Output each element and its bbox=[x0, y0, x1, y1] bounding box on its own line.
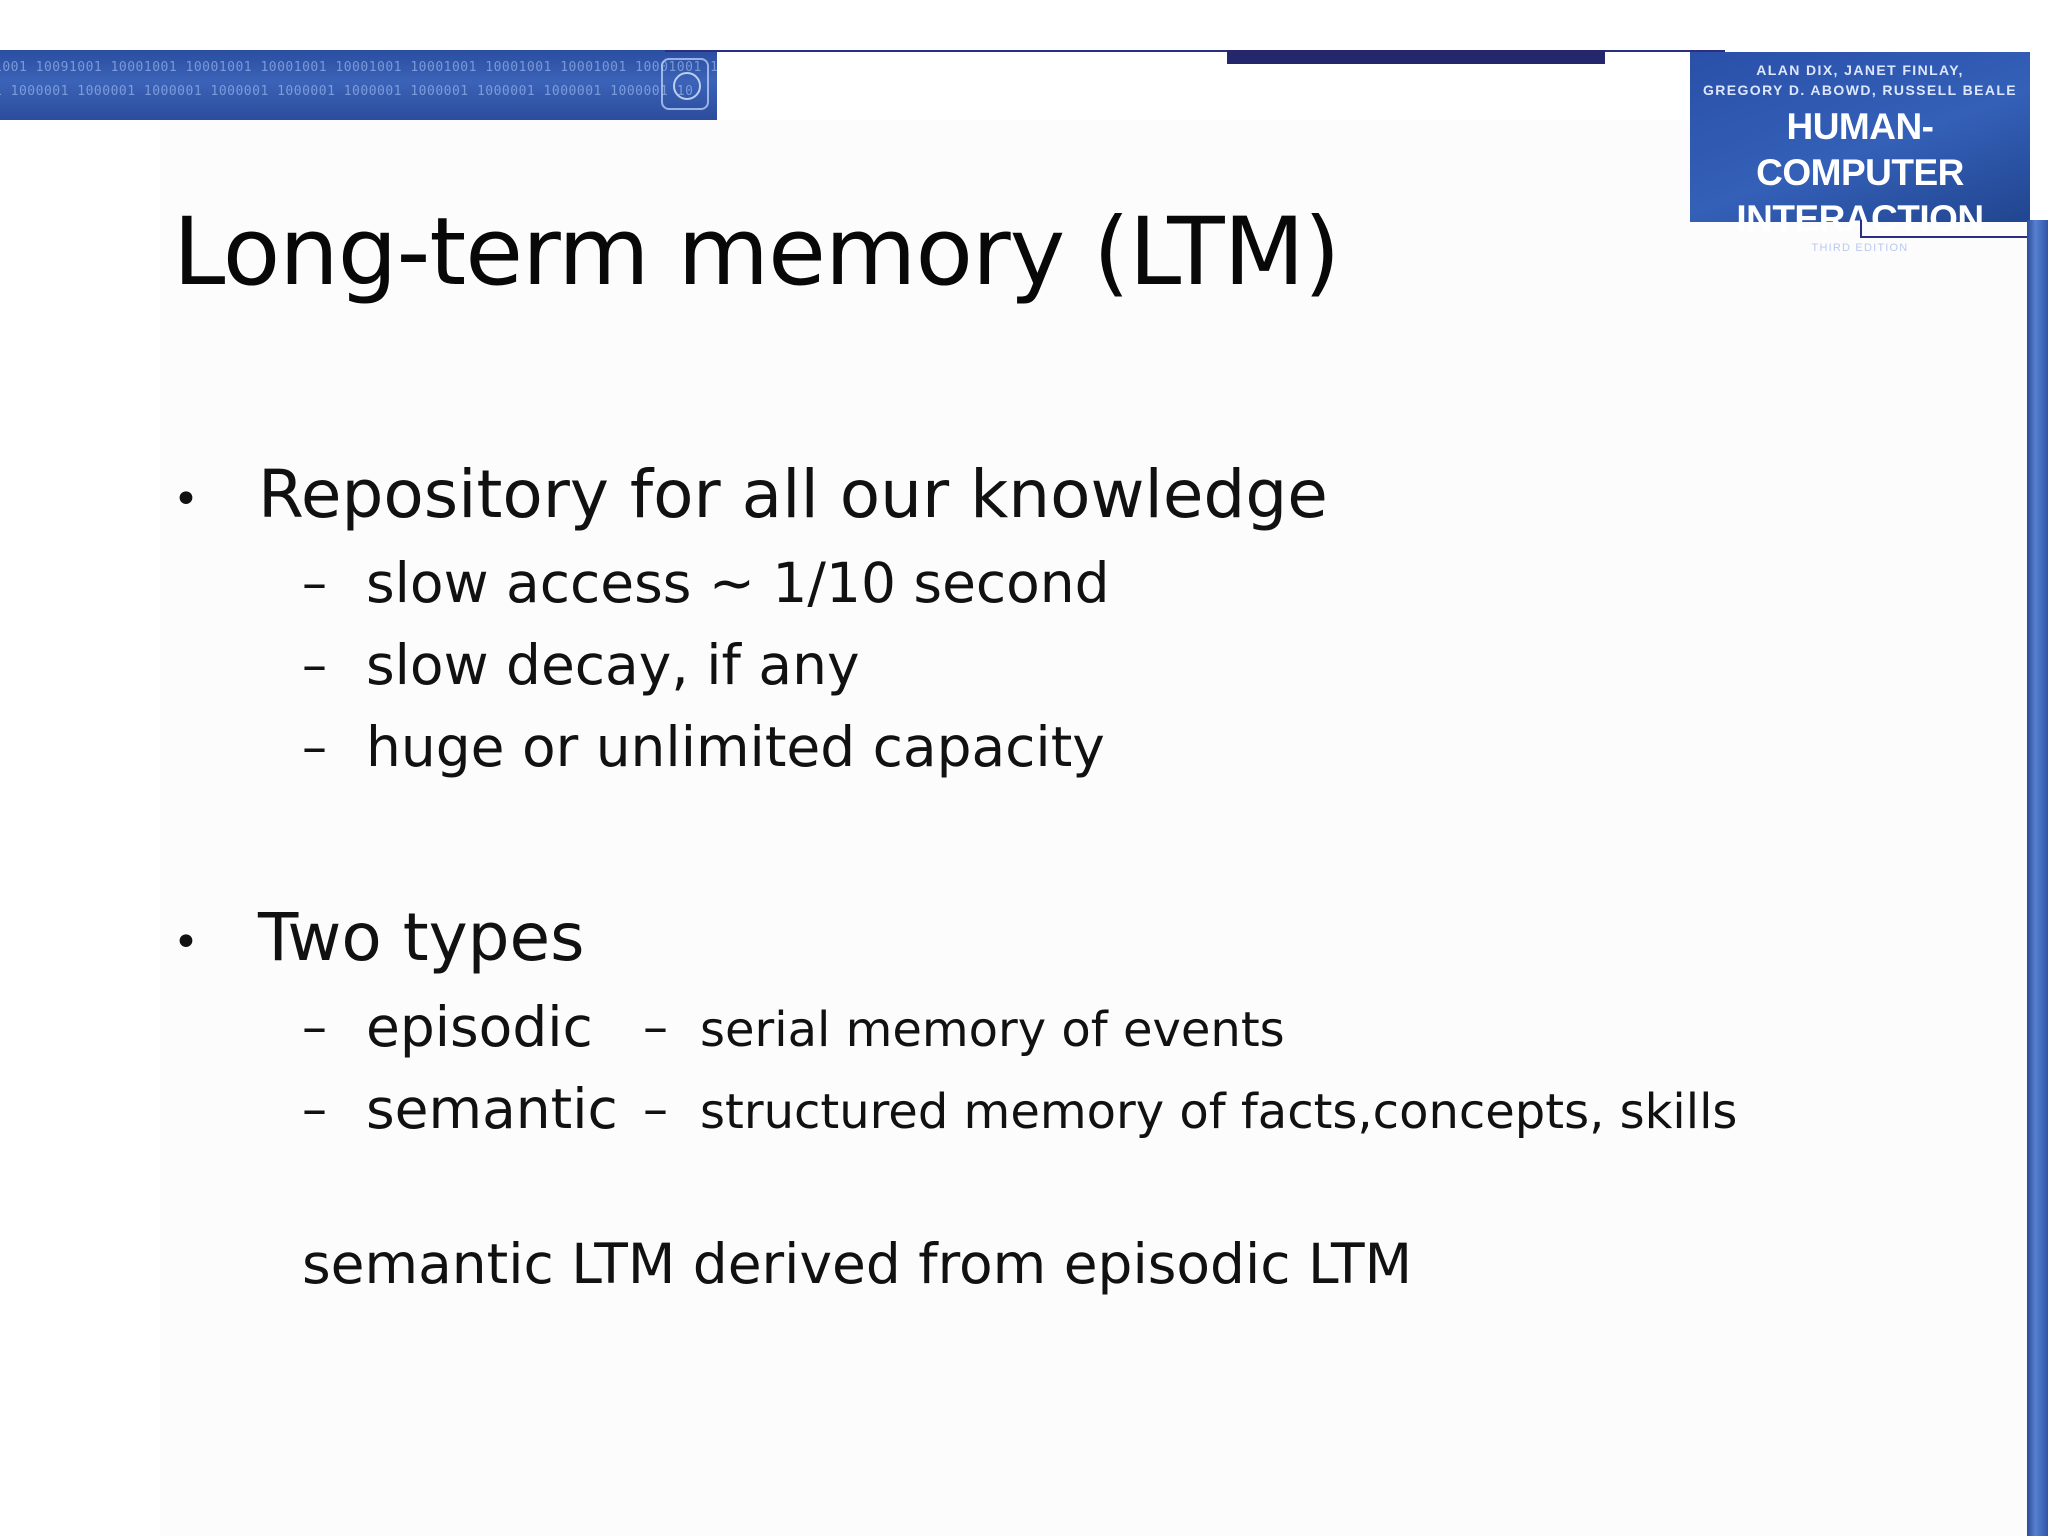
binary-banner: 1001 10091001 10001001 10001001 10001001… bbox=[0, 50, 717, 120]
slide-title: Long-term memory (LTM) bbox=[173, 198, 1340, 307]
chip-icon bbox=[661, 58, 709, 110]
frame-divider bbox=[1860, 236, 2048, 238]
bullet-icon: • bbox=[173, 474, 199, 525]
header-bar bbox=[1227, 50, 1605, 64]
dash-icon: – bbox=[643, 1080, 668, 1138]
frame-divider bbox=[1860, 220, 1862, 238]
book-title: HUMAN-COMPUTER bbox=[1756, 106, 1964, 193]
sub-item: slow decay, if any bbox=[366, 633, 860, 697]
type-definition: serial memory of events bbox=[700, 1002, 1285, 1058]
dash-icon: – bbox=[643, 998, 668, 1056]
bullet-text: Two types bbox=[258, 899, 585, 976]
binary-banner-text: 1001 10091001 10001001 10001001 10001001… bbox=[0, 60, 717, 75]
book-cover-logo: ALAN DIX, JANET FINLAY, GREGORY D. ABOWD… bbox=[1690, 52, 2030, 254]
header-divider bbox=[665, 50, 1725, 52]
content-panel bbox=[160, 120, 2030, 1536]
dash-icon: – bbox=[302, 1080, 327, 1138]
bullet-icon: • bbox=[173, 917, 199, 968]
sub-item: slow access ~ 1/10 second bbox=[366, 551, 1110, 615]
dash-icon: – bbox=[302, 554, 327, 612]
bullet-text: Repository for all our knowledge bbox=[258, 456, 1328, 533]
side-stripe bbox=[2027, 220, 2048, 1536]
type-name: semantic bbox=[366, 1077, 618, 1141]
sub-item: huge or unlimited capacity bbox=[366, 715, 1105, 779]
book-edition: THIRD EDITION bbox=[1811, 242, 1909, 254]
dash-icon: – bbox=[302, 998, 327, 1056]
dash-icon: – bbox=[302, 636, 327, 694]
book-authors: ALAN DIX, JANET FINLAY, bbox=[1756, 62, 1964, 78]
dash-icon: – bbox=[302, 718, 327, 776]
note-text: semantic LTM derived from episodic LTM bbox=[302, 1232, 1413, 1296]
type-name: episodic bbox=[366, 995, 593, 1059]
binary-banner-text: 1 1000001 1000001 1000001 1000001 100000… bbox=[0, 84, 694, 99]
book-authors: GREGORY D. ABOWD, RUSSELL BEALE bbox=[1702, 82, 2018, 98]
type-definition: structured memory of facts,concepts, ski… bbox=[700, 1084, 1738, 1140]
